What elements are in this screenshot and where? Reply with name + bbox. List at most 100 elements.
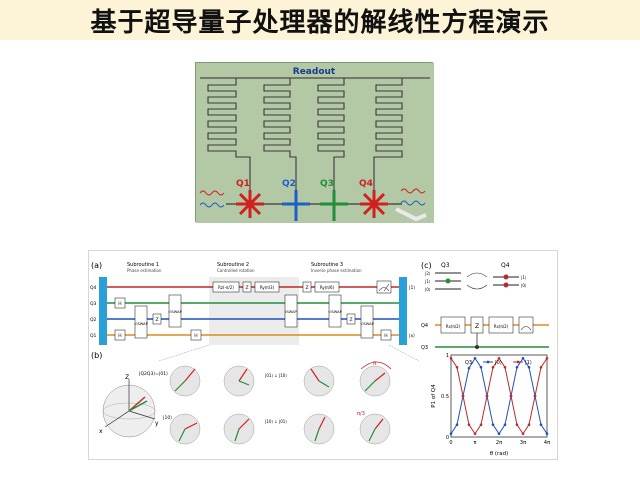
gate-h-q1-c: H [384, 333, 387, 339]
bloch-axis-z: Z [125, 374, 129, 381]
chart-point-0 [455, 423, 459, 426]
row-label-q1: Q1 [90, 333, 97, 339]
drive-wave-3 [400, 188, 426, 194]
subroutine-2-name: Subroutine 2 [217, 262, 249, 268]
chart-point-1 [527, 423, 531, 426]
label-q4: Q4 [359, 179, 373, 189]
chart-point-1 [461, 394, 465, 398]
pc-row-q3: Q3 [421, 345, 428, 351]
chart-point-0 [467, 366, 471, 370]
pc-level-0: |0⟩ [425, 287, 431, 292]
pc-gate-rx1: Rx(π/2) [446, 324, 461, 329]
bloch-pi3: π/3 [357, 411, 365, 417]
out-top: |1⟩ [409, 285, 415, 291]
chart-xlabel: θ (rad) [490, 451, 509, 457]
chart-ytick: 0.5 [441, 394, 449, 400]
wire-bond [395, 207, 427, 222]
panel-label-c: (c) [421, 261, 432, 270]
chart-point-0 [449, 432, 453, 436]
subroutine-2-desc: Controlled rotation [217, 268, 255, 273]
output-bar [399, 277, 407, 345]
chart-point-1 [491, 366, 495, 369]
chip-diagram: Readout Q1 Q2 [196, 63, 434, 223]
chart-xtick: 2π [496, 440, 502, 446]
bloch-state-10: |10⟩ [163, 415, 172, 421]
chart-point-1 [521, 432, 525, 436]
chart-point-0 [491, 423, 495, 426]
gate-rootswap-3: √iSWAP [328, 310, 342, 314]
subroutine-1-desc: Phase estimation [127, 268, 162, 273]
gate-rootswap-1: √iSWAP [134, 322, 148, 326]
chart-xtick: 3π [520, 440, 526, 446]
gate-ry-1: Ry(π/3) [260, 285, 275, 290]
gate-z-4: Z [349, 317, 352, 323]
qubit-q4 [360, 190, 388, 218]
pc-row-q4: Q4 [421, 323, 428, 329]
readout-label: Readout [293, 67, 336, 77]
bloch-arrow-bottom: |10⟩ ↓ |01⟩ [265, 419, 287, 424]
chart-point-1 [473, 432, 477, 436]
chart-point-0 [497, 432, 501, 436]
bloch-arrow-top: |01⟩ ↓ |10⟩ [265, 373, 287, 378]
resonator-3 [317, 78, 345, 191]
row-label-q4: Q4 [90, 285, 97, 291]
chart-point-1 [479, 423, 483, 426]
pc-level-1: |1⟩ [425, 279, 431, 284]
chart-point-1 [539, 366, 543, 369]
chart-xtick: π [473, 440, 476, 446]
chart-xtick: 0 [449, 440, 452, 446]
panel-label-a: (a) [91, 261, 102, 270]
pc-gate-z: Z [475, 323, 479, 330]
pc-measure-icon [518, 316, 534, 334]
chart-ytick: 0 [446, 435, 449, 441]
panel-label-b: (b) [91, 351, 102, 360]
bloch-state-label: |Q2Q3⟩=|01⟩ [139, 371, 168, 377]
drive-wave-4 [400, 200, 426, 206]
gate-rz: Rz(-π/2) [218, 285, 234, 290]
pc-level-2: |2⟩ [425, 271, 431, 276]
chart-point-0 [539, 423, 543, 426]
gate-z-2: Z [245, 285, 248, 291]
chart-point-0 [473, 356, 477, 360]
out-bottom: |x⟩ [409, 333, 415, 339]
gate-h-q1: H [118, 333, 121, 339]
resonator-2 [263, 78, 297, 191]
chart-point-1 [497, 356, 501, 360]
gate-z-3: Z [305, 285, 308, 291]
bloch-sphere-main: Z x y [99, 374, 159, 438]
slide-title: 基于超导量子处理器的解线性方程演示 [90, 7, 550, 38]
qubit-q2 [282, 190, 310, 221]
chart-point-1 [503, 366, 507, 369]
gate-h-q1-b: H [194, 333, 197, 339]
chart-point-0 [503, 423, 507, 426]
resonator-4 [373, 78, 403, 191]
chart-point-1 [509, 394, 513, 398]
panel-c-diagram: Q3 Q4 |2⟩ |1⟩ |0⟩ |1⟩ |0⟩ Q4 Q3 Rx(π/2) … [421, 262, 549, 351]
pc-level-r1: |1⟩ [521, 275, 527, 280]
label-q1: Q1 [236, 179, 250, 189]
chart-point-0 [521, 356, 525, 360]
chart-point-1 [455, 366, 459, 369]
bloch-axis-y: y [155, 420, 159, 427]
chart-legend-1: |1⟩ [525, 360, 532, 366]
pc-level-r0: |0⟩ [521, 283, 527, 288]
gate-rootswap-2: √iSWAP [168, 310, 182, 314]
drive-wave-2 [199, 202, 225, 208]
bloch-panel: Z x y |Q2Q3⟩=|01⟩ |10⟩ |01⟩ ↓ |10⟩ [99, 344, 420, 445]
chart-legend-title: Q3: [465, 360, 474, 366]
bloch-axis-x: x [99, 428, 103, 435]
qubit-q3 [320, 190, 348, 221]
chart-point-0 [527, 366, 531, 369]
qubit-q1 [236, 190, 264, 218]
chart-point-1 [533, 394, 537, 398]
chart-point-1 [485, 394, 489, 398]
gate-iswap: iSWAP [285, 310, 297, 314]
row-label-q2: Q2 [90, 317, 97, 323]
gate-rootswap-4: √iSWAP [360, 322, 374, 326]
chart-frame [450, 354, 548, 438]
measure-icon [376, 280, 392, 294]
chart-point-1 [449, 356, 453, 360]
subroutine-3-desc: Inverse phase estimation [311, 268, 362, 273]
paper-figure: (a) (b) (c) Subroutine 1 Phase estimatio… [88, 250, 558, 460]
